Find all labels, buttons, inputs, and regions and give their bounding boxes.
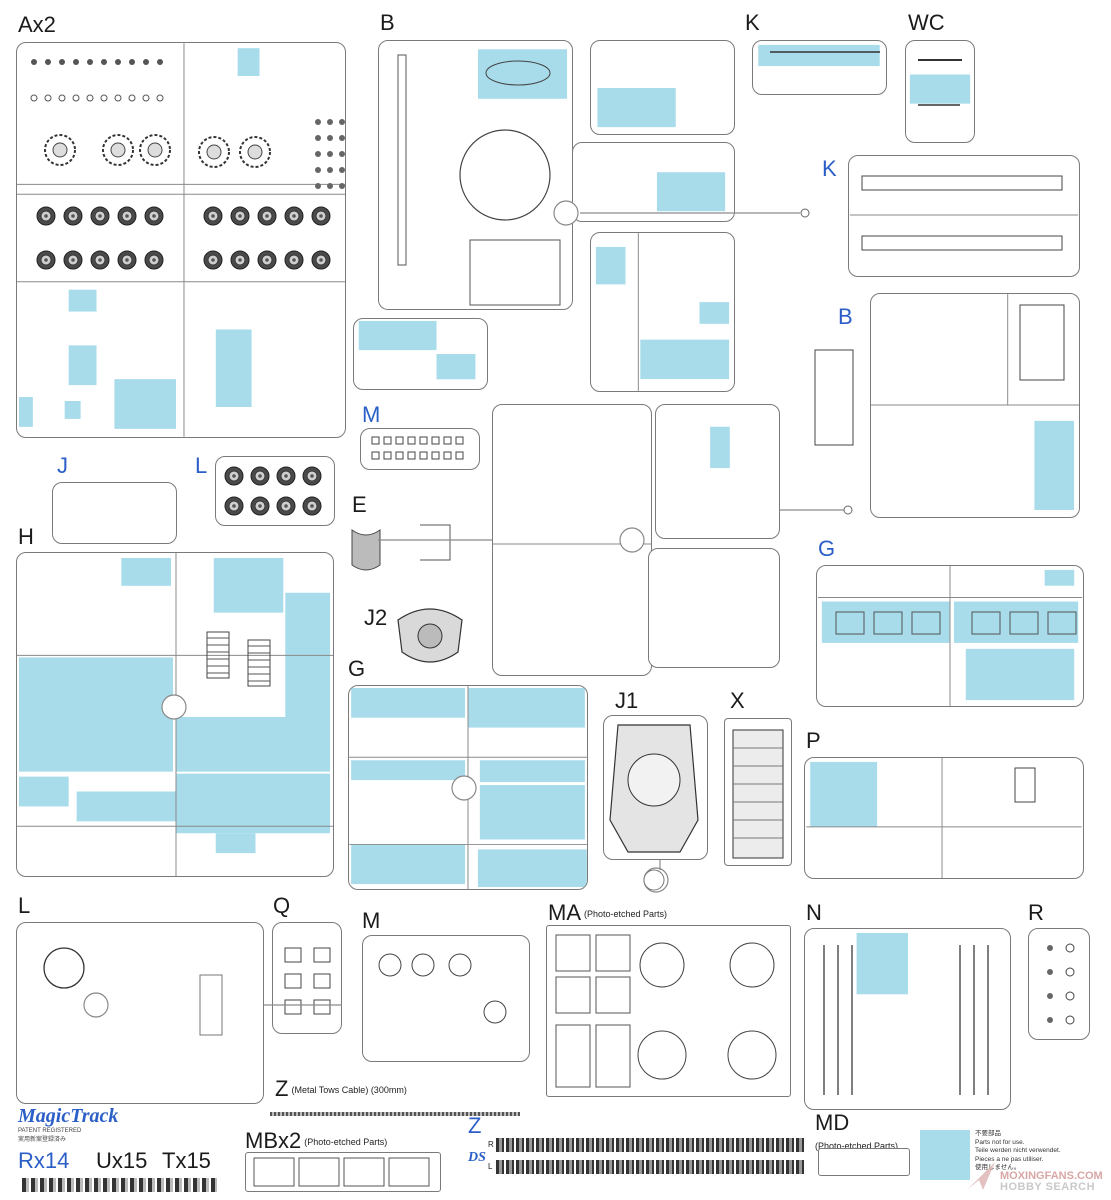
sheet-label-q: Q bbox=[273, 893, 291, 918]
watermark-line1: MOXINGFANS.COM bbox=[1000, 1170, 1103, 1182]
sprue-p bbox=[804, 757, 1084, 879]
sheet-label-r: R bbox=[1028, 900, 1044, 925]
ds-logo: DS bbox=[468, 1150, 486, 1165]
sprue-m-black bbox=[362, 935, 530, 1062]
sprue-j1 bbox=[603, 715, 708, 860]
sprue-h bbox=[16, 552, 334, 877]
sprue-k-top bbox=[752, 40, 887, 95]
sheet-label-g-black: G bbox=[348, 656, 366, 681]
sheet-label-x: X bbox=[730, 688, 745, 713]
j2-cupola bbox=[417, 623, 443, 649]
track-label-l: L bbox=[488, 1162, 493, 1171]
sheet-label-g-blue: G bbox=[818, 536, 836, 561]
track-count-u: Ux15 bbox=[96, 1148, 148, 1173]
sprue-ax2 bbox=[16, 42, 346, 438]
sheet-label-k-top: K bbox=[745, 10, 760, 35]
track-label-r: R bbox=[488, 1140, 494, 1149]
sheet-label-l-blue: L bbox=[195, 453, 208, 478]
sheet-label-h: H bbox=[18, 524, 34, 549]
j1-gate bbox=[643, 869, 665, 891]
sprue-q bbox=[272, 922, 342, 1034]
sprue-r bbox=[1028, 928, 1090, 1040]
sprue-mbx2 bbox=[245, 1152, 441, 1192]
sprue-ma bbox=[546, 925, 791, 1097]
sprue-l-blue bbox=[215, 456, 335, 526]
runner-end bbox=[800, 208, 810, 218]
sheet-label-k-blue: K bbox=[822, 156, 837, 181]
sprue-wc bbox=[905, 40, 975, 143]
magic-track-logo: MagicTrack bbox=[18, 1105, 119, 1127]
b-side-frame bbox=[814, 349, 854, 446]
sprue-b-mid bbox=[572, 142, 735, 222]
watermark-logo-icon bbox=[967, 1162, 995, 1190]
sheet-label-j: J bbox=[57, 453, 68, 478]
legend-text: 不要部品 Parts not for use. Teile werden nic… bbox=[975, 1130, 1061, 1171]
sprue-center-lower bbox=[648, 548, 780, 668]
sheet-label-p: P bbox=[806, 728, 821, 753]
sheet-label-e: E bbox=[352, 492, 367, 517]
sheet-label-j1: J1 bbox=[615, 688, 639, 713]
sheet-label-ax2: Ax2 bbox=[18, 12, 56, 37]
sprue-m-blue bbox=[360, 428, 480, 470]
sprue-gate-ring bbox=[643, 867, 669, 893]
sheet-label-md: MD(Photo-etched Parts) bbox=[815, 1110, 899, 1152]
sprue-b-blue bbox=[870, 293, 1080, 518]
sheet-label-b-top: B bbox=[380, 10, 395, 35]
sprue-center bbox=[492, 404, 652, 676]
sprue-l-black bbox=[16, 922, 264, 1104]
sheet-label-ma: MA(Photo-etched Parts) bbox=[548, 900, 668, 925]
sheet-label-z-cable: Z(Metal Tows Cable) (300mm) bbox=[275, 1076, 407, 1101]
track-count-t: Tx15 bbox=[162, 1148, 211, 1173]
sheet-label-mbx2: MBx2(Photo-etched Parts) bbox=[245, 1128, 388, 1153]
sheet-label-z-track: Z bbox=[468, 1113, 482, 1138]
runner-end bbox=[843, 505, 853, 515]
sheet-label-j2: J2 bbox=[364, 605, 388, 630]
e-part-shield bbox=[351, 529, 381, 571]
sprue-center-right bbox=[655, 404, 780, 539]
sprue-md bbox=[818, 1148, 910, 1176]
metal-tow-cable bbox=[270, 1112, 520, 1116]
sprue-b-bottom-left bbox=[353, 318, 488, 390]
sheet-label-m-blue: M bbox=[362, 402, 381, 427]
sprue-k-blue bbox=[848, 155, 1080, 277]
sprue-g-black bbox=[348, 685, 588, 890]
legend-swatch bbox=[920, 1130, 970, 1180]
sprue-n bbox=[804, 928, 1011, 1110]
e-part-frame bbox=[420, 524, 451, 561]
track-run-right bbox=[496, 1138, 806, 1152]
j2-turret bbox=[397, 608, 463, 663]
sheet-label-b-blue: B bbox=[838, 304, 853, 329]
sprue-g-blue bbox=[816, 565, 1084, 707]
track-run-left bbox=[496, 1160, 806, 1174]
sprue-b-top-right bbox=[590, 40, 735, 135]
sprue-j bbox=[52, 482, 177, 544]
watermark-line2: HOBBY SEARCH bbox=[1000, 1181, 1096, 1193]
sheet-label-n: N bbox=[806, 900, 822, 925]
sheet-label-wc: WC bbox=[908, 10, 945, 35]
sprue-x bbox=[724, 718, 792, 866]
sheet-label-l-black: L bbox=[18, 893, 31, 918]
track-samples bbox=[22, 1178, 217, 1192]
sprue-b-top-left bbox=[378, 40, 573, 310]
sprue-b-lower bbox=[590, 232, 735, 392]
track-count-r: Rx14 bbox=[18, 1148, 70, 1173]
sheet-label-m-black: M bbox=[362, 908, 381, 933]
